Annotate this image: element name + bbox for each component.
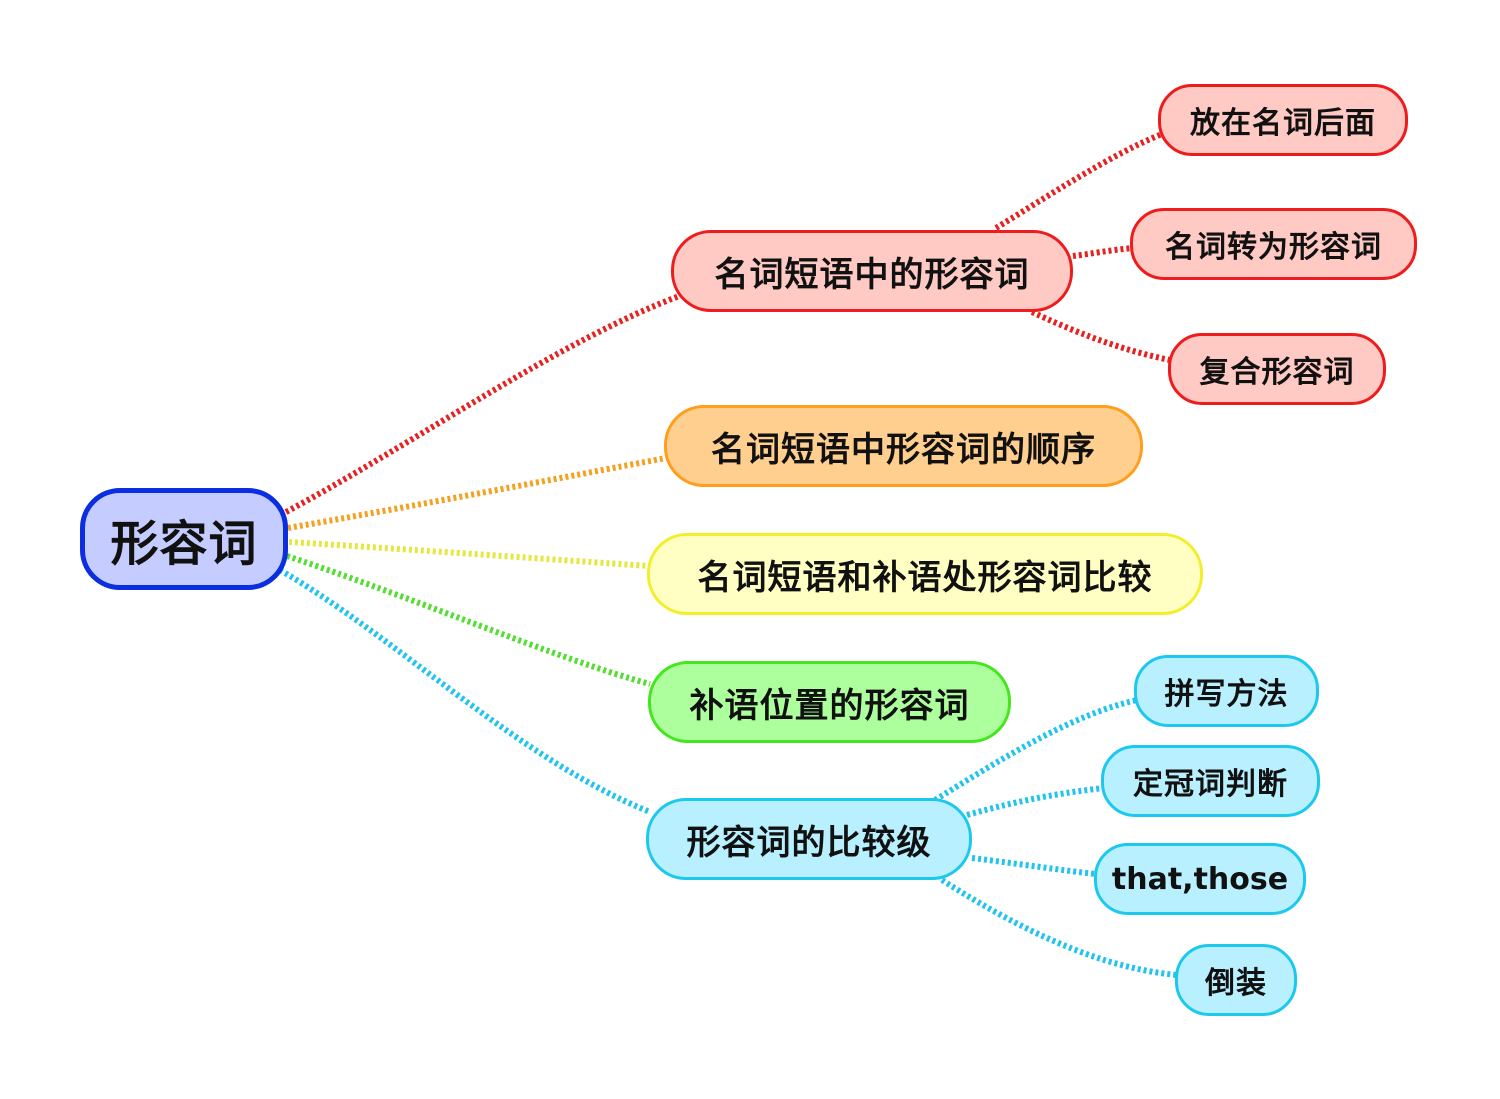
branch-node-label: 名词短语和补语处形容词比较 <box>697 557 1153 598</box>
child-node-label: that,those <box>1111 861 1289 897</box>
child-node-definite-article[interactable]: 定冠词判断 <box>1101 745 1320 817</box>
connector-root-to-branch-3 <box>288 539 650 569</box>
child-node-label: 拼写方法 <box>1164 677 1289 712</box>
connector-root-to-branch-5 <box>278 567 652 815</box>
branch-node-comparative-adjective[interactable]: 形容词的比较级 <box>646 798 972 880</box>
connector-layer <box>278 131 1178 978</box>
child-node-spelling-method[interactable]: 拼写方法 <box>1134 655 1319 727</box>
branch-node-label: 名词短语中形容词的顺序 <box>711 429 1096 470</box>
branch-node-adjective-order[interactable]: 名词短语中形容词的顺序 <box>664 405 1143 487</box>
branch-node-label: 形容词的比较级 <box>686 822 932 863</box>
root-node[interactable]: 形容词 <box>80 488 288 590</box>
connector-root-to-branch-4 <box>286 553 651 687</box>
connector-root-to-branch-2 <box>287 455 667 531</box>
connector-branch-5-to-child-4 <box>940 877 1178 978</box>
branch-node-complement-position-adjective[interactable]: 补语位置的形容词 <box>648 661 1011 743</box>
child-node-label: 倒装 <box>1205 966 1267 1001</box>
connector-branch-5-to-child-1 <box>933 697 1138 803</box>
child-node-noun-to-adjective[interactable]: 名词转为形容词 <box>1130 208 1417 280</box>
root-node-label: 形容词 <box>110 516 258 572</box>
child-node-inversion[interactable]: 倒装 <box>1175 944 1297 1016</box>
branch-node-noun-phrase-adjective[interactable]: 名词短语中的形容词 <box>671 230 1073 312</box>
child-node-label: 复合形容词 <box>1199 355 1355 390</box>
branch-node-label: 补语位置的形容词 <box>689 685 970 726</box>
connector-branch-1-to-child-1 <box>994 131 1164 231</box>
connector-branch-5-to-child-2 <box>966 785 1105 818</box>
child-node-compound-adjective[interactable]: 复合形容词 <box>1168 333 1386 405</box>
connector-branch-1-to-child-3 <box>1030 309 1171 363</box>
child-node-label: 名词转为形容词 <box>1165 230 1382 265</box>
connector-root-to-branch-1 <box>284 292 684 515</box>
branch-node-comparison-noun-phrase-complement[interactable]: 名词短语和补语处形容词比较 <box>647 533 1203 615</box>
connector-branch-1-to-child-2 <box>1072 245 1134 259</box>
branch-node-label: 名词短语中的形容词 <box>714 254 1030 295</box>
child-node-that-those[interactable]: that,those <box>1094 843 1306 915</box>
child-node-label: 定冠词判断 <box>1133 767 1288 802</box>
child-node-label: 放在名词后面 <box>1190 106 1376 141</box>
connector-branch-5-to-child-3 <box>971 855 1096 877</box>
child-node-after-noun[interactable]: 放在名词后面 <box>1158 84 1408 156</box>
